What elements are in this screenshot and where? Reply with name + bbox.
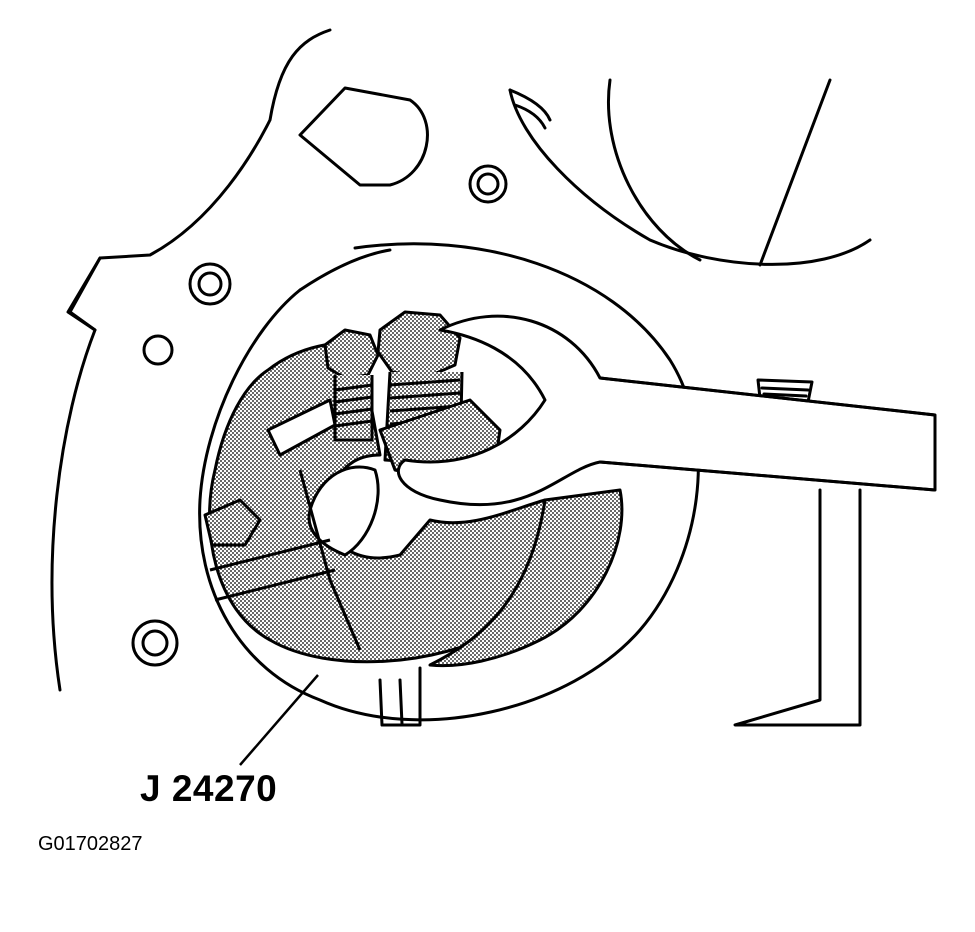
bolt-hole-2: [188, 262, 232, 306]
bore-inner: [298, 248, 392, 292]
block-outline: [50, 28, 332, 692]
tool-crescent: [428, 488, 624, 668]
tool-callout-label: J 24270: [140, 768, 278, 809]
bolt-hole-1: [468, 164, 508, 204]
callout-leader: [239, 674, 319, 766]
right-frame: [733, 488, 862, 727]
upper-casting-inner: [607, 78, 702, 262]
block-tab: [68, 256, 102, 332]
large-bolt-head: [376, 310, 462, 380]
upper-edge: [758, 78, 832, 267]
bore-outer: [198, 242, 700, 722]
small-bolt: [323, 328, 380, 380]
diamond-boss: [298, 86, 429, 187]
wrench: [396, 314, 937, 507]
tool-ridge: [209, 469, 362, 651]
figure-id: G01702827: [38, 833, 143, 855]
upper-casting-arcs: [508, 88, 552, 130]
upper-casting: [508, 88, 872, 266]
tool-bolt: [203, 498, 262, 547]
bolt-hole-4: [131, 619, 179, 667]
bolt-hole-3: [142, 334, 174, 366]
